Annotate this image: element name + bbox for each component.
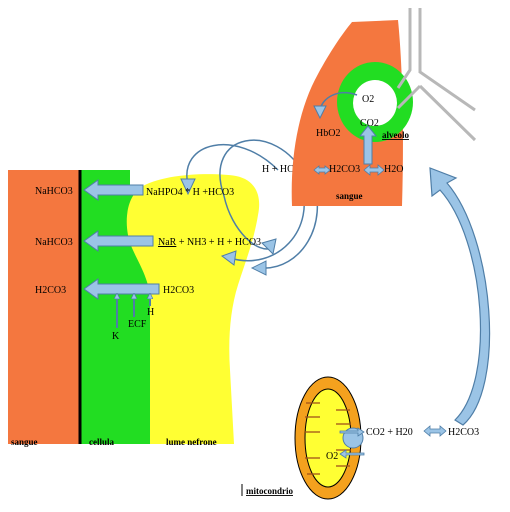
label-h2co3-left: H2CO3 — [35, 285, 66, 296]
sangue-region — [8, 170, 80, 444]
label-hbo2: HbO2 — [316, 128, 340, 139]
label-h2o-lung: H2O — [384, 164, 403, 175]
label-nar-reaction: NaR + NH3 + H + HCO3 — [158, 237, 261, 248]
loop-arrow-2 — [219, 139, 306, 250]
loop-arrow-1 — [186, 144, 279, 186]
big-curved-arrow — [429, 167, 491, 426]
label-nar: NaR — [158, 237, 177, 248]
label-bottom-cellula: cellula — [89, 437, 114, 447]
label-bottom-lume: lume nefrone — [166, 437, 217, 447]
airway — [396, 8, 477, 142]
arrow-double-mito — [423, 425, 447, 437]
label-mitocondrio: mitocondrio — [246, 486, 293, 496]
arrow-o2-hbo2-head — [313, 105, 327, 120]
label-co2-h2o: CO2 + H20 — [366, 427, 413, 438]
label-nahco3-mid: NaHCO3 — [35, 237, 73, 248]
loop-arrow-head-2 — [261, 238, 277, 256]
label-h2co3-right: H2CO3 — [448, 427, 479, 438]
label-h-hco3: H + HCO3 — [262, 164, 306, 175]
alveolo-inner — [353, 80, 397, 126]
label-ecf: ECF — [128, 319, 147, 330]
label-h2co3-lumen: H2CO3 — [163, 285, 194, 296]
label-co2-lung: CO2 — [360, 118, 379, 129]
loop-arrow-head-1 — [180, 178, 196, 196]
label-h2co3-lung: H2CO3 — [329, 164, 360, 175]
label-o2-mito: O2 — [326, 451, 338, 462]
label-nar-rest: + NH3 + H + HCO3 — [176, 237, 261, 248]
arrow-double-hco3-h2co3 — [313, 165, 331, 175]
arrow-double-h2co3-h2o — [363, 164, 385, 176]
label-k: K — [112, 331, 120, 342]
label-h-small: H — [147, 307, 154, 318]
label-bottom-sangue: sangue — [11, 437, 38, 447]
lume-nefrone-region — [126, 174, 260, 444]
arrow-mito-o2 — [339, 449, 365, 459]
arrow-nahco3-mid — [83, 230, 154, 252]
label-nahpo4: NaHPO4 * H +HCO3 — [146, 187, 234, 198]
arrow-mito-co2 — [339, 427, 365, 437]
arrow-nahco3-top — [83, 179, 144, 201]
arrow-co2-up — [358, 125, 378, 165]
loop-arrow-head-3 — [250, 260, 267, 276]
label-sangue-lung: sangue — [336, 191, 363, 201]
label-alveolo: alveolo — [382, 130, 409, 140]
mitocondrio-cristae — [305, 402, 351, 475]
label-nahco3-top: NaHCO3 — [35, 186, 73, 197]
loop-arrow-head-4 — [220, 250, 237, 266]
label-o2-lung: O2 — [362, 94, 374, 105]
